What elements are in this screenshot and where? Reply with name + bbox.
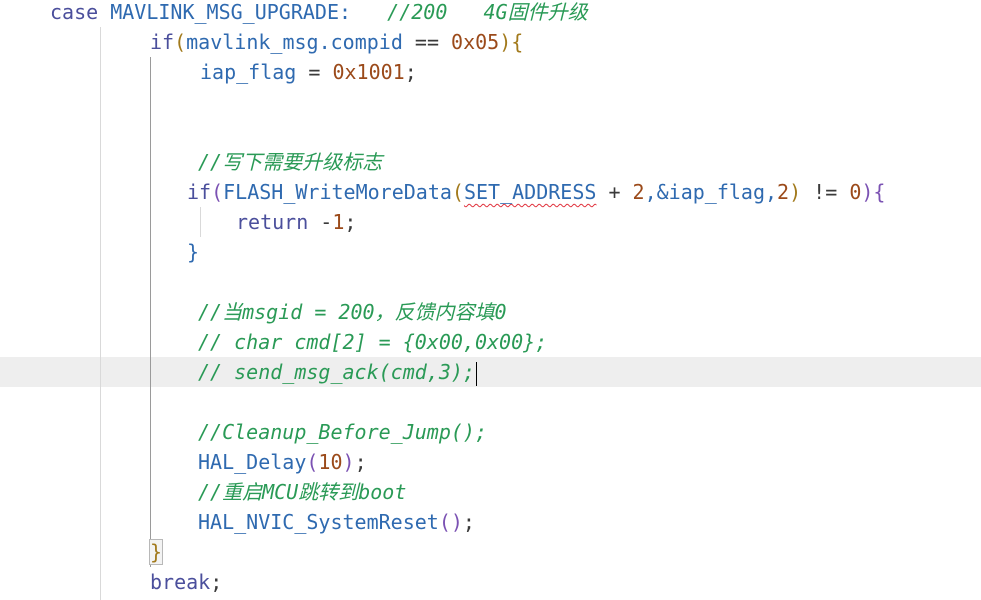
code-token: 1 [332,210,345,234]
code-token: ) [789,180,802,204]
code-token: if [187,180,212,204]
code-token: HAL_NVIC_SystemReset [198,510,439,534]
code-token: 10 [318,450,343,474]
code-line[interactable]: // send_msg_ack(cmd,3); [198,357,477,387]
code-comment: // send_msg_ack(cmd,3); [198,360,475,384]
code-token: return [236,210,321,234]
code-token: 2 [777,180,790,204]
code-token: ( [174,30,187,54]
code-comment: //重启MCU跳转到boot [198,480,407,504]
code-token: ) [499,30,512,54]
code-token: 0 [849,180,862,204]
code-comment: //写下需要升级标志 [198,150,383,174]
code-token: FLASH_WriteMoreData [223,180,452,204]
code-line[interactable]: //写下需要升级标志 [198,147,382,177]
code-token: iap_flag [200,60,309,84]
code-line[interactable]: HAL_Delay(10); [198,447,367,477]
code-token: { [873,180,886,204]
code-line[interactable]: HAL_NVIC_SystemReset(); [198,507,475,537]
code-line[interactable]: iap_flag = 0x1001; [200,57,417,87]
code-line[interactable]: if(mavlink_msg.compid == 0x05){ [150,27,523,57]
code-token: } [187,240,200,264]
code-token: 0x05 [451,30,500,54]
text-cursor [475,361,477,386]
code-token: ( [451,180,464,204]
code-token: 2 [632,180,645,204]
code-token: case [50,0,111,24]
code-token: { [511,30,524,54]
code-token: ; [210,570,223,594]
indent-guide [200,207,201,237]
code-line[interactable]: } [148,537,164,567]
code-token: != [801,180,850,204]
code-line[interactable]: //重启MCU跳转到boot [198,477,406,507]
code-token: ( [306,450,319,474]
code-token: } [148,539,164,565]
code-token: ( [438,510,451,534]
code-token: ) [861,180,874,204]
code-token: - [320,210,333,234]
code-token: if [150,30,175,54]
code-comment: //当msgid = 200，反馈内容填0 [198,300,507,324]
indent-guide [100,27,101,600]
code-line[interactable]: } [187,237,199,267]
code-token: ; [344,210,357,234]
code-token: ; [404,60,417,84]
code-line[interactable]: case MAVLINK_MSG_UPGRADE: //200 4G固件升级 [50,0,588,27]
code-token: ; [462,510,475,534]
code-comment: //Cleanup_Before_Jump(); [198,420,487,444]
code-line[interactable]: break; [150,567,222,597]
code-token: == [414,30,452,54]
code-token: ) [342,450,355,474]
code-token: MAVLINK_MSG_UPGRADE: [110,0,352,24]
code-line[interactable]: if(FLASH_WriteMoreData(SET_ADDRESS + 2,&… [187,177,885,207]
code-comment: // char cmd[2] = {0x00,0x00}; [198,330,548,354]
code-line[interactable]: return -1; [236,207,356,237]
code-token: = [308,60,333,84]
active-indent-guide [150,57,151,567]
code-token: break [150,570,211,594]
code-token: ) [450,510,463,534]
code-token: 0x1001 [332,60,405,84]
code-token: ; [354,450,367,474]
code-token: mavlink_msg.compid [186,30,415,54]
code-line[interactable]: //当msgid = 200，反馈内容填0 [198,297,507,327]
code-token: ,&iap_flag, [644,180,778,204]
current-line-highlight [0,357,981,387]
code-token: SET_ADDRESS [463,180,597,204]
code-line[interactable]: // char cmd[2] = {0x00,0x00}; [198,327,547,357]
code-token: HAL_Delay [198,450,307,474]
code-comment: //200 4G固件升级 [351,0,588,24]
code-token: ( [211,180,224,204]
code-line[interactable]: //Cleanup_Before_Jump(); [198,417,487,447]
code-token: + [596,180,633,204]
